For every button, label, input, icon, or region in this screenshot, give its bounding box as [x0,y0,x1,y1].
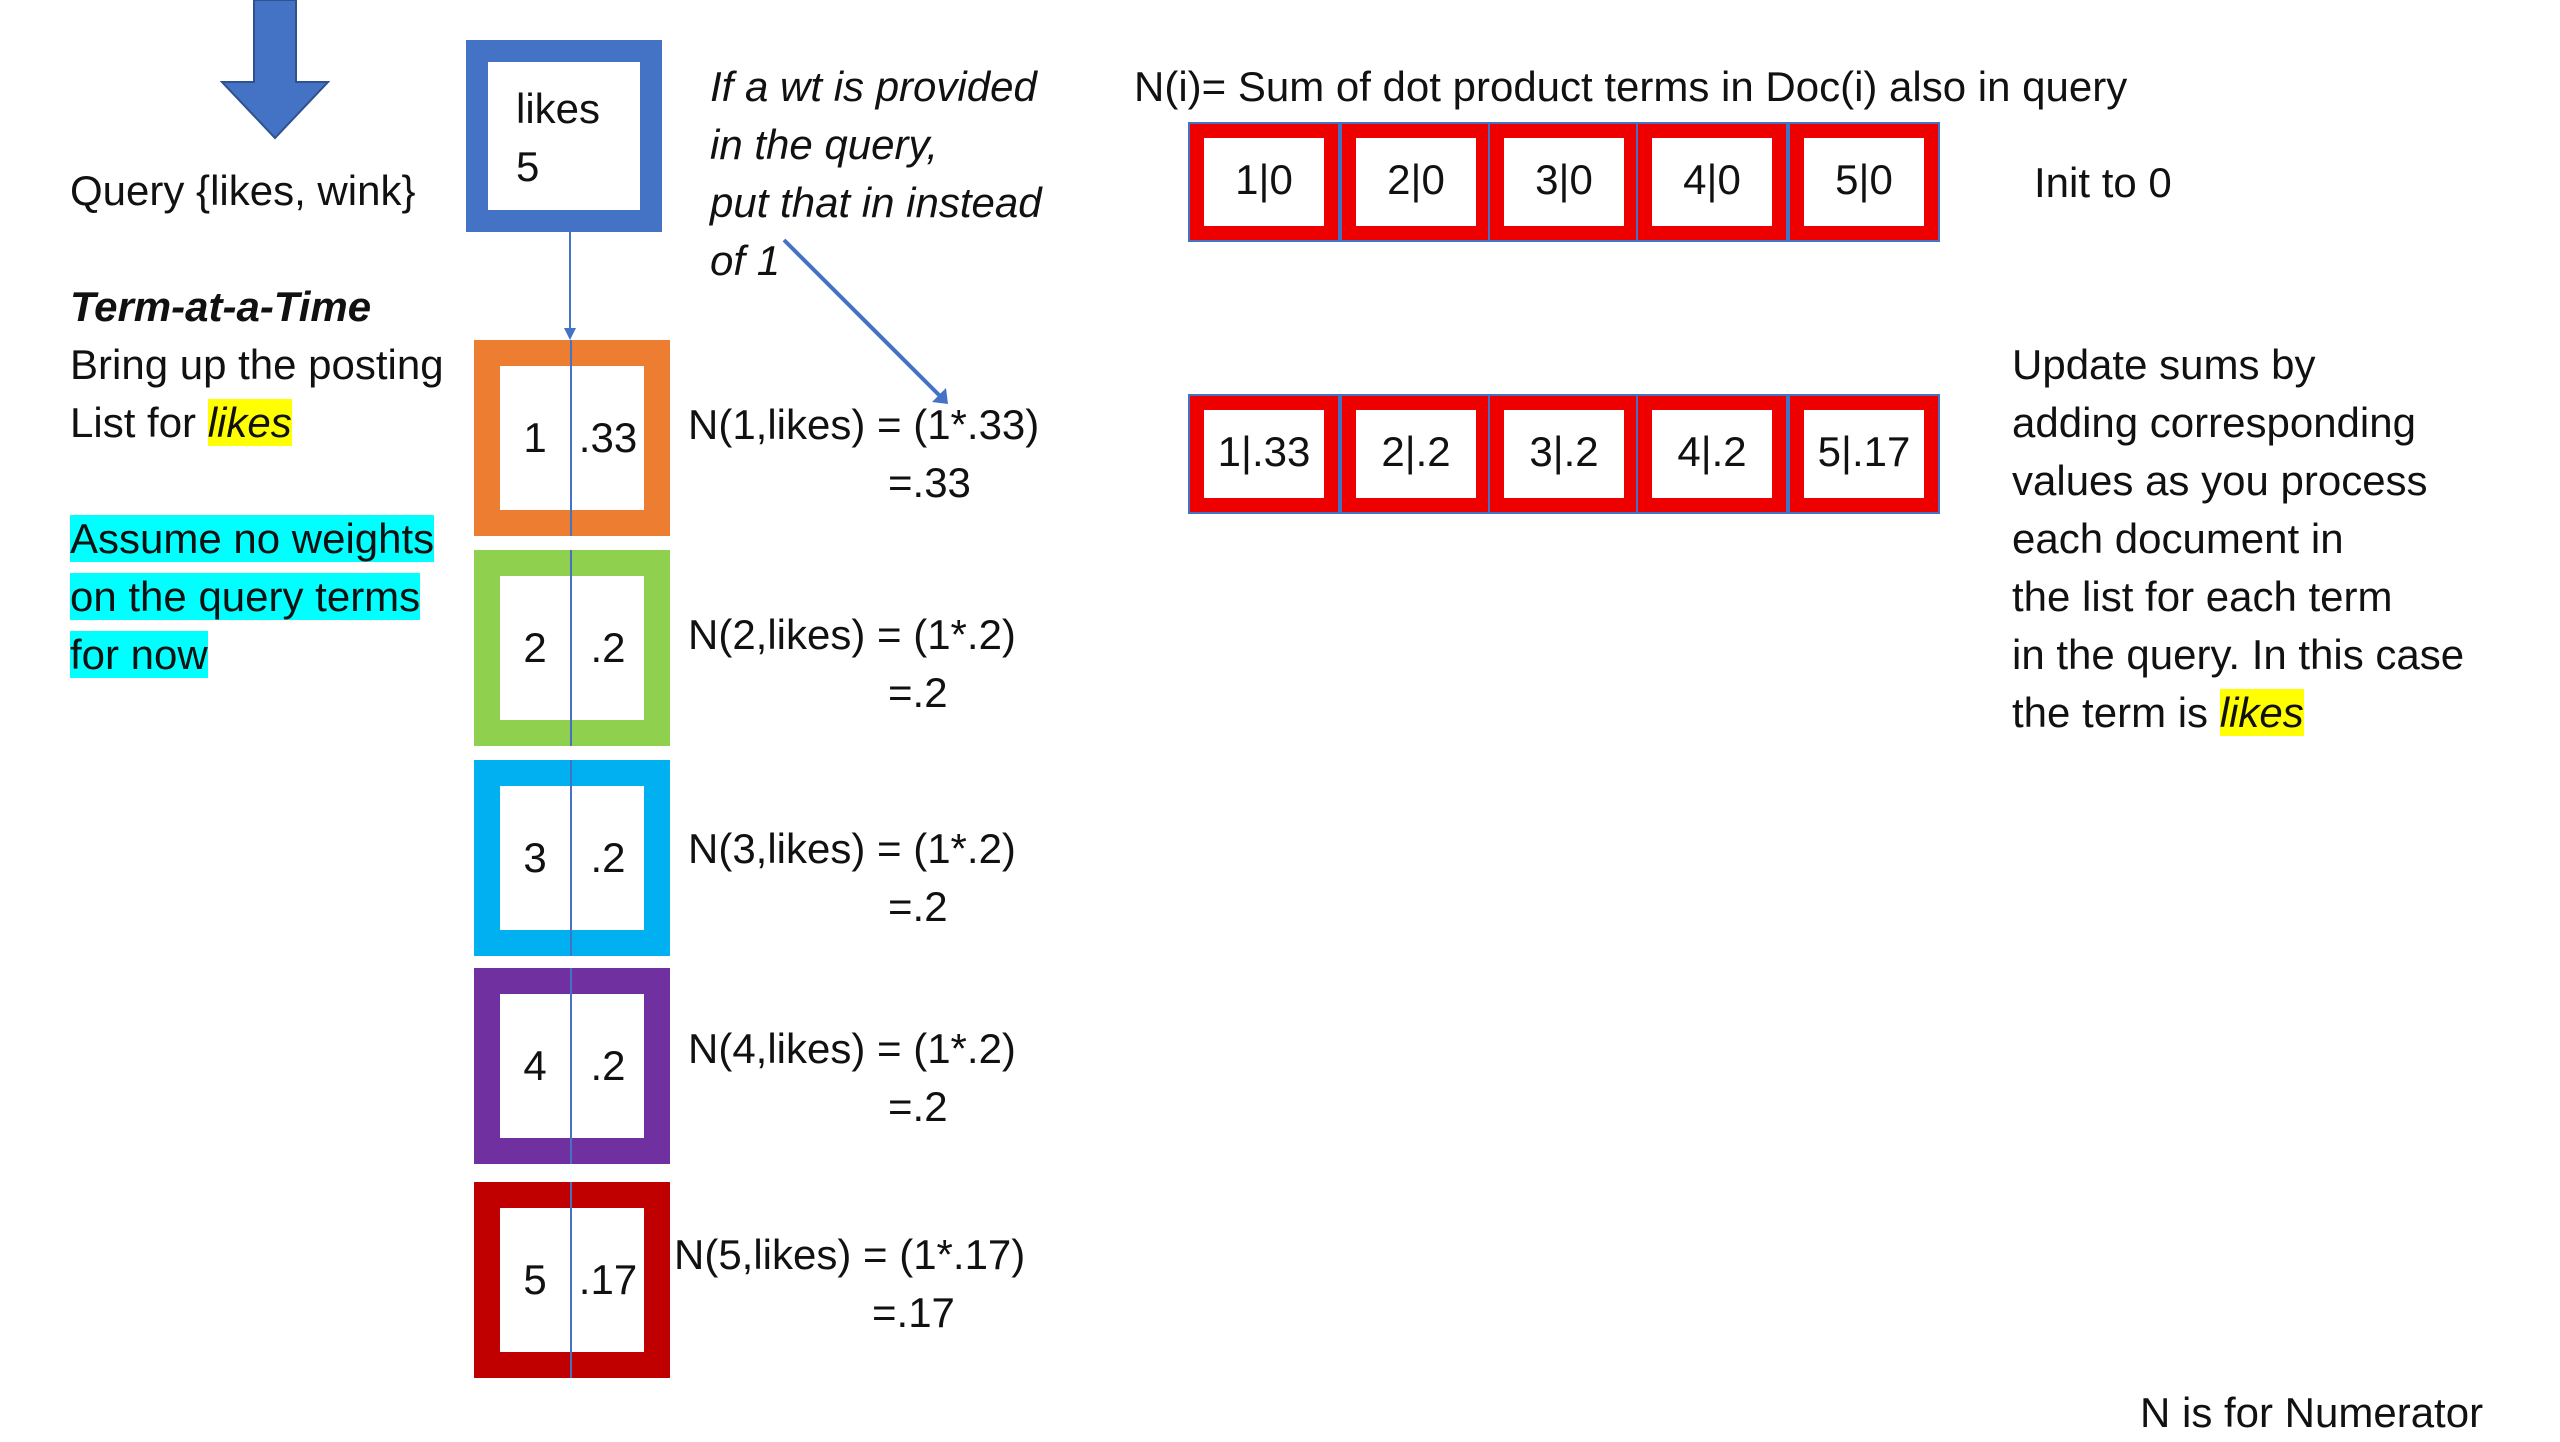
posting-doc-id: 5 [523,1256,547,1303]
posting-entry: 4 .2 [474,968,670,1164]
query-term-weight: 5 [516,143,540,190]
posting-divider [570,968,572,1164]
update-last-term: likes [2219,689,2304,736]
posting-doc-id: 4 [523,1042,547,1089]
accumulator-cell: 5|.17 [1788,394,1940,514]
posting-divider [570,760,572,956]
method-line-1: Bring up the posting [70,341,444,388]
update-explanation: Update sums by adding corresponding valu… [2012,336,2464,742]
posting-divider [570,340,572,536]
equation-4-result: =.2 [888,1083,948,1130]
assumption-line: for now [70,631,208,678]
posting-entry: 3 .2 [474,760,670,956]
posting-weight: .2 [590,1042,626,1089]
assumption-note: Assume no weights on the query terms for… [70,510,435,684]
accumulator-cell: 3|0 [1488,122,1640,242]
init-label: Init to 0 [2034,159,2172,206]
query-term-box: likes 5 [466,40,662,232]
equation-5-result: =.17 [872,1289,955,1336]
query-label: Query {likes, wink} [70,167,416,214]
posting-entry: 5 .17 [474,1182,670,1378]
posting-weight: .17 [578,1256,638,1303]
equation-4: N(4,likes) = (1*.2) [688,1025,1016,1072]
update-line-last: the term is likes [2012,684,2464,742]
update-line: adding corresponding [2012,399,2416,446]
posting-doc-id: 2 [523,624,547,671]
method-title: Term-at-a-Time [70,283,372,330]
accumulator-cell: 2|0 [1340,122,1492,242]
update-last-prefix: the term is [2012,689,2220,736]
equation-1: N(1,likes) = (1*.33) [688,401,1040,448]
accumulator-cell: 1|.33 [1188,394,1340,514]
equation-2-result: =.2 [888,669,948,716]
method-line-2-prefix: List for [70,399,208,446]
posting-divider [570,550,572,746]
sum-definition-heading: N(i)= Sum of dot product terms in Doc(i)… [1134,63,2128,110]
posting-divider [570,1182,572,1378]
accumulator-cell: 2|.2 [1340,394,1492,514]
assumption-line: on the query terms [70,573,421,620]
weight-note-line: in the query, [710,121,939,168]
equation-3: N(3,likes) = (1*.2) [688,825,1016,872]
posting-weight: .2 [590,624,626,671]
note-arrowhead-icon [932,388,948,404]
query-term-label: likes [516,85,601,132]
equation-3-result: =.2 [888,883,948,930]
equation-5: N(5,likes) = (1*.17) [674,1231,1026,1278]
weight-note-line: If a wt is provided [710,63,1037,110]
accumulator-cell: 5|0 [1788,122,1940,242]
posting-entry: 1 .33 [474,340,670,536]
posting-weight: .2 [590,834,626,881]
update-line: Update sums by [2012,341,2316,388]
weight-note-line: put that in instead [710,179,1042,226]
posting-entry: 2 .2 [474,550,670,746]
down-arrow-icon [220,0,330,140]
accumulator-cell: 3|.2 [1488,394,1640,514]
equation-1-result: =.33 [888,459,971,506]
accumulator-cell: 4|0 [1636,122,1788,242]
assumption-line: Assume no weights [70,515,435,562]
posting-doc-id: 3 [523,834,547,881]
footer-note: N is for Numerator [2140,1389,2484,1436]
posting-doc-id: 1 [523,414,547,461]
posting-weight: .33 [578,414,638,461]
method-line-2-term: likes [207,399,292,446]
method-line-2: List for likes [70,394,292,452]
accumulator-cell: 1|0 [1188,122,1340,242]
accumulator-cell: 4|.2 [1636,394,1788,514]
weight-note: If a wt is provided in the query, put th… [710,58,1042,290]
update-line: values as you process [2012,457,2428,504]
update-line: in the query. In this case [2012,631,2465,678]
weight-note-line: of 1 [710,237,781,284]
update-line: each document in [2012,515,2344,562]
update-line: the list for each term [2012,573,2393,620]
equation-2: N(2,likes) = (1*.2) [688,611,1016,658]
